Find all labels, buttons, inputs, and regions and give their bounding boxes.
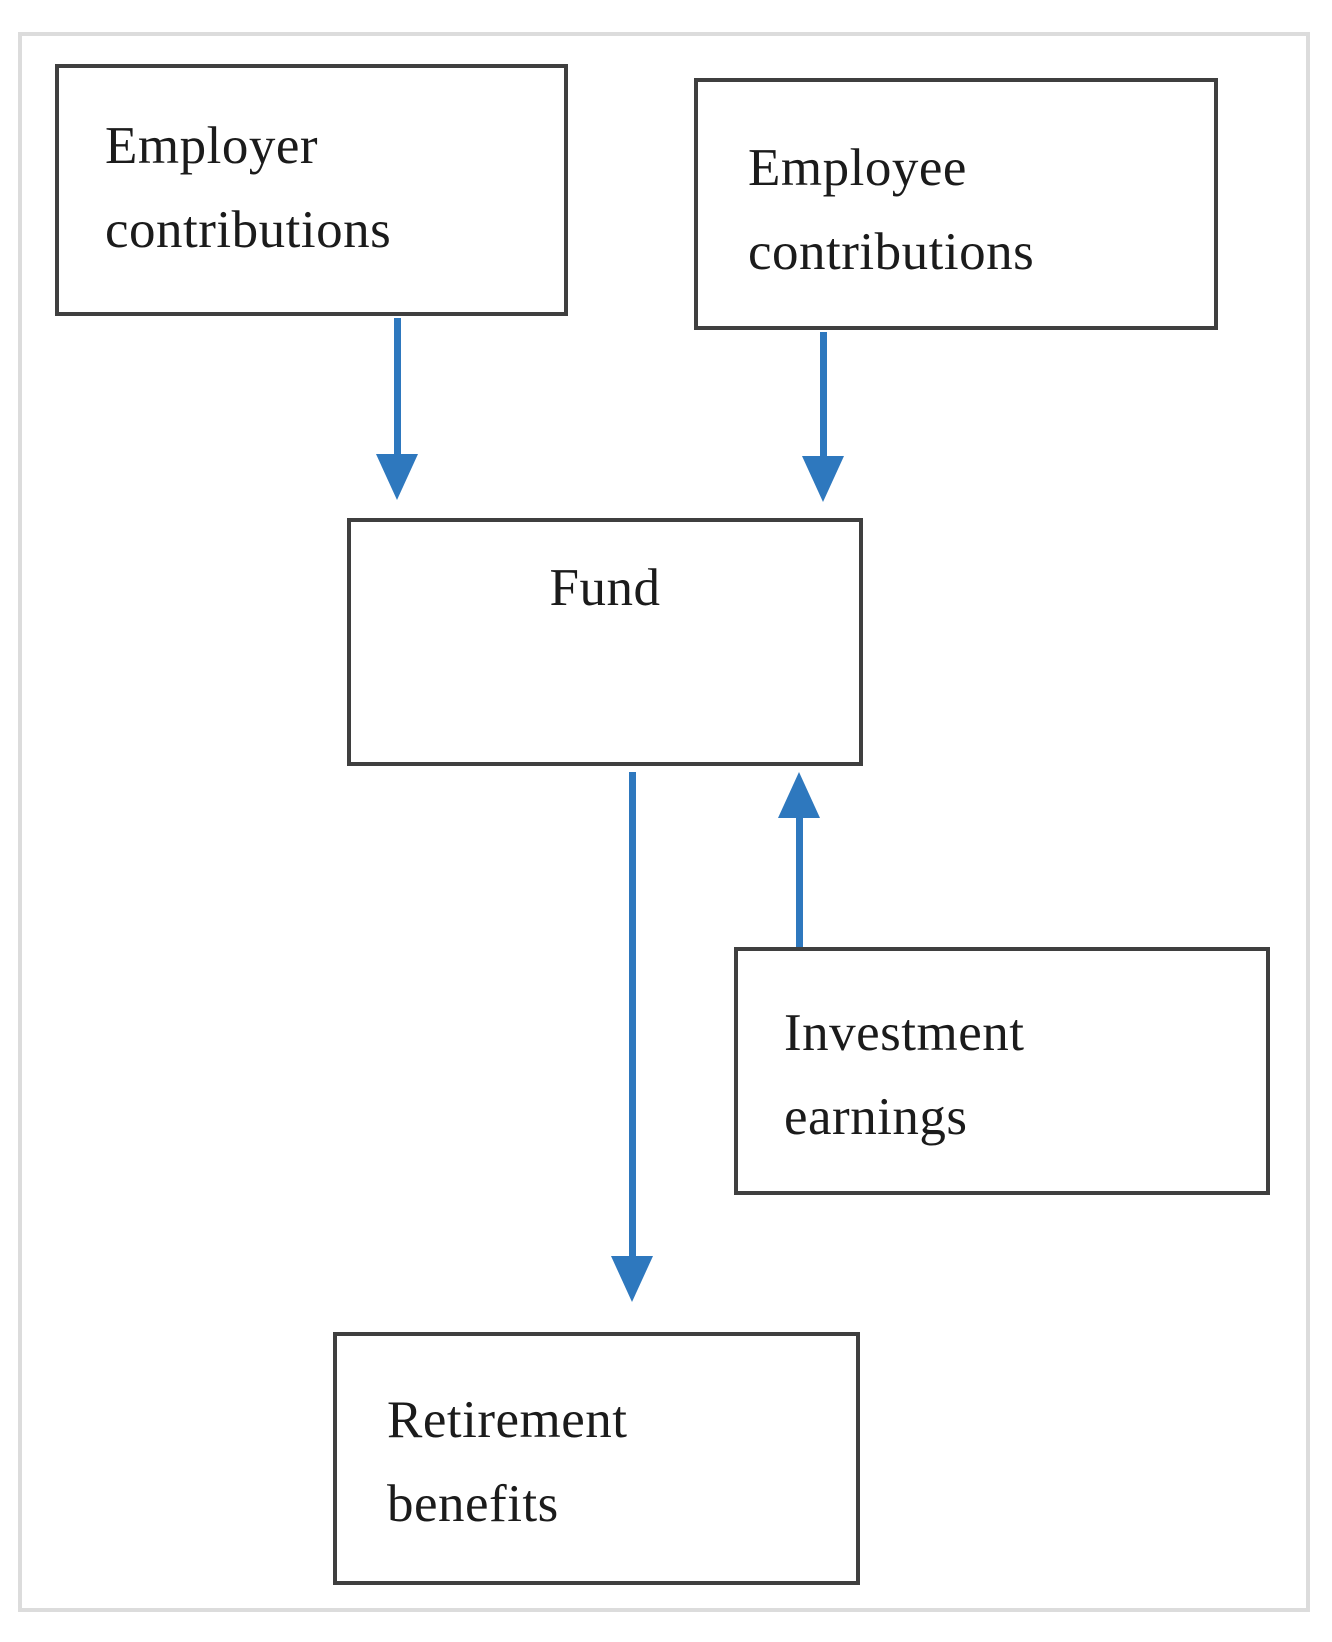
node-label-line: Retirement — [387, 1391, 628, 1449]
node-label-line: earnings — [784, 1088, 968, 1146]
node-retirement-benefits: Retirement benefits — [333, 1332, 860, 1585]
node-fund: Fund — [347, 518, 863, 766]
node-label-line: Employee — [748, 139, 967, 197]
arrowhead-down-icon — [376, 454, 418, 500]
node-label-line: Fund — [549, 559, 661, 617]
node-label-line: Employer — [105, 117, 318, 175]
arrow-stem — [394, 318, 401, 456]
arrow-stem — [796, 816, 803, 947]
arrowhead-up-icon — [778, 772, 820, 818]
node-label-line: Investment — [784, 1004, 1025, 1062]
node-label-line: contributions — [105, 201, 392, 259]
node-label-line: contributions — [748, 223, 1035, 281]
arrowhead-down-icon — [611, 1256, 653, 1302]
arrow-stem — [629, 772, 636, 1258]
node-employer-contributions: Employer contributions — [55, 64, 568, 316]
node-label-line: benefits — [387, 1475, 559, 1533]
arrowhead-down-icon — [802, 456, 844, 502]
node-employee-contributions: Employee contributions — [694, 78, 1218, 330]
arrow-stem — [820, 332, 827, 458]
node-investment-earnings: Investment earnings — [734, 947, 1270, 1195]
